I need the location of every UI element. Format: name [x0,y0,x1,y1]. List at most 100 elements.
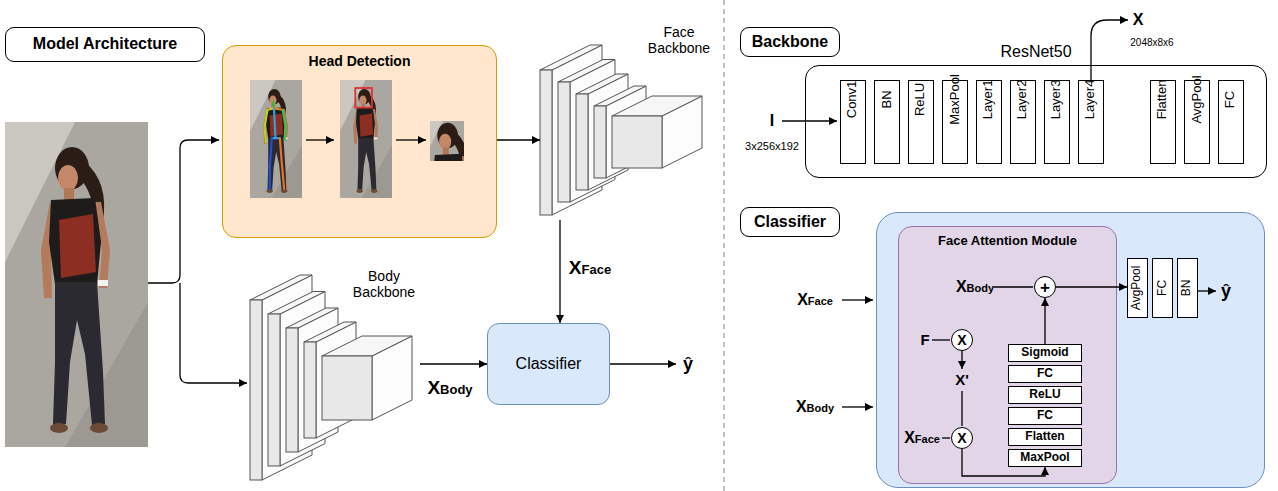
layer-block: ReLU [1008,386,1082,404]
node-text: Classifier [754,213,826,231]
input-symbol: XFace [797,291,833,309]
dimension-label: 3x256x192 [745,140,799,153]
node-text: Layer2 [1016,79,1031,119]
node-text: MaxPool [948,74,963,125]
layer-block: MaxPool [1008,449,1082,467]
connector [962,449,1045,476]
node-text: BN [880,90,895,108]
attention-module: Face Attention Module + X X SigmoidFC ReLU FC F… [898,226,1117,484]
classifier-panel: Face Attention Module+XXSigmoidFCReLUFCF… [876,212,1265,488]
heading-text: Face Backbone [643,24,715,56]
input-symbol: XBody [796,398,834,416]
input-arrow [842,406,873,407]
node-text: Classifier [516,355,582,373]
layer-block: FC [1008,365,1082,383]
signal-symbol: F [920,331,929,348]
label-holder: I [770,112,774,130]
node-text: ReLU [914,82,929,115]
wire [942,437,950,438]
node-text: X [957,431,966,445]
layer-block: Layer1 [976,80,1002,164]
node-text: FC [1224,90,1239,107]
dimension-label: 2048x8x6 [1130,37,1173,49]
operator-circle: + [1034,276,1056,298]
pose-image [250,80,302,198]
node-text: FC [1037,409,1053,423]
divider [723,0,724,491]
node-text: Layer3 [1050,79,1065,119]
layer-block: Sigmoid [1008,344,1082,362]
node-text: X [957,333,966,347]
edge-label: XBody [427,377,472,399]
layer-block: Flatten [1150,80,1176,164]
layer-block: AvgPool [1184,80,1210,164]
head-crop [407,108,494,305]
connector [1044,298,1045,344]
wire [932,339,950,340]
signal-symbol: XBody [956,278,994,296]
label-holder: X' [955,371,969,389]
output-symbol: ŷ [683,354,693,375]
label-holder: XBody [796,398,834,416]
node-text: Layer1 [982,79,997,119]
output-symbol: ŷ [1221,281,1231,302]
section-tag: Model Architecture [5,27,205,62]
step-arrow [306,139,334,140]
body-backbone-stack [250,275,412,480]
node-text: Sigmoid [1021,346,1068,360]
layer-block: ReLU [908,80,934,164]
layer-block: FC [1152,258,1173,318]
node-text: Flatten [1156,79,1171,119]
layer-block: AvgPool [1127,258,1148,318]
signal-symbol: X' [955,371,969,388]
heading-text: Body Backbone [348,268,420,300]
input-branch [148,140,247,383]
input-symbol: I [770,112,774,130]
connector [420,363,487,364]
node-text: MaxPool [1020,451,1069,465]
label-holder: XFace [797,291,833,309]
heading-text: Face Attention Module [938,234,1077,249]
feature-arrow [1091,20,1128,80]
node-text: Layer4 [1084,79,1099,119]
wire [994,286,1033,287]
label-holder: ŷ [1221,281,1231,302]
operator-circle: X [951,427,973,449]
layer-block: BN [1177,258,1198,318]
layer-block: MaxPool [942,80,968,164]
node-text: Conv1 [846,80,861,118]
connector [497,139,540,140]
connector [1056,286,1127,287]
step-arrow [396,139,426,140]
node-text: FC [1156,280,1170,296]
label-holder: XBody [956,278,994,296]
label-holder: XFace [569,257,611,279]
head-box-image [340,80,392,198]
connector [559,220,560,323]
layer-block: BN [874,80,900,164]
layer-block: Layer2 [1010,80,1036,164]
face-backbone-stack [540,45,702,215]
node-text: Backbone [752,33,828,51]
label-holder: XBody [427,377,472,399]
edge-label: XFace [569,257,611,279]
node-text: AvgPool [1131,266,1145,310]
label-holder: 3x256x192 [745,136,799,154]
node-text: FC [1037,367,1053,381]
person-photo [5,122,148,447]
node-text: BN [1181,280,1195,297]
label-holder: F [920,331,929,349]
label-holder: ŷ [683,354,693,375]
label-holder: 2048x8x6 [1130,32,1173,50]
output-arrow [610,363,676,364]
network-box: ResNet50Conv1BNReLUMaxPoolLayer1Layer2La… [805,65,1267,178]
feature-symbol: X [1133,11,1144,29]
node-text: Model Architecture [33,35,177,53]
heading-text: Head Detection [309,53,411,69]
section-tag: Backbone [740,27,840,57]
